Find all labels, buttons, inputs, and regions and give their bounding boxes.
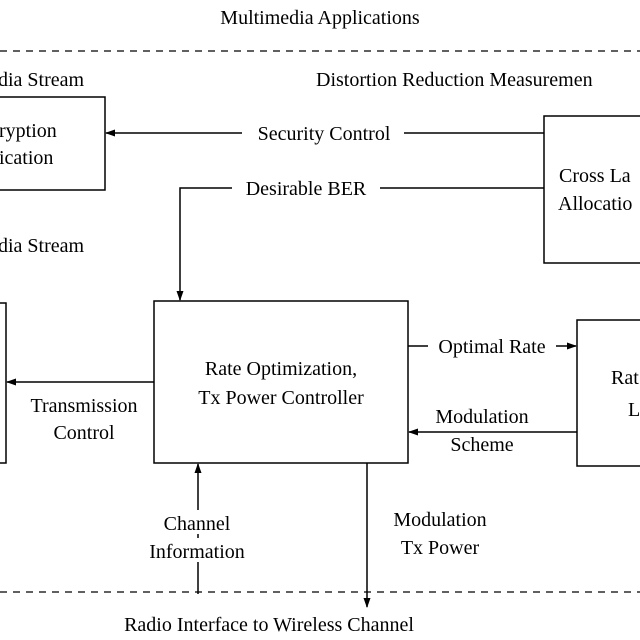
rate-right-line2: L	[628, 399, 640, 421]
media-stream-top-label: dia Stream	[0, 69, 85, 91]
rate-right-line1: Rat	[611, 367, 639, 389]
modulation-tx-power-line1: Modulation	[393, 509, 486, 531]
header-title: Multimedia Applications	[220, 7, 420, 29]
modulation-scheme-line1: Modulation	[435, 406, 528, 428]
channel-information-line2: Information	[149, 541, 245, 563]
rate-optimization-line1: Rate Optimization,	[205, 358, 357, 380]
security-control-label: Security Control	[258, 123, 391, 145]
rate-optimization-line2: Tx Power Controller	[198, 387, 364, 409]
cross-layer-box-line2: Allocatio	[558, 193, 632, 215]
optimal-rate-label: Optimal Rate	[438, 336, 545, 358]
distortion-label: Distortion Reduction Measuremen	[316, 69, 593, 91]
channel-information-line1: Channel	[164, 513, 231, 535]
media-stream-mid-label: dia Stream	[0, 235, 85, 257]
rate-right-box	[576, 319, 640, 467]
transmission-control-line1: Transmission	[30, 395, 137, 417]
left-box	[0, 302, 7, 464]
encryption-box-line2: ication	[0, 147, 53, 169]
footer-label: Radio Interface to Wireless Channel	[124, 614, 414, 636]
desirable-ber-label: Desirable BER	[246, 178, 367, 200]
cross-layer-box-line1: Cross La	[559, 165, 631, 187]
encryption-box-line1: ryption	[0, 120, 57, 142]
rate-optimization-box	[153, 300, 409, 464]
modulation-scheme-line2: Scheme	[450, 434, 513, 456]
cross-layer-box	[543, 115, 640, 264]
desirable-ber-arrow	[176, 187, 544, 301]
encryption-box	[0, 96, 106, 191]
modulation-tx-power-line2: Tx Power	[401, 537, 480, 559]
transmission-control-line2: Control	[53, 422, 115, 444]
